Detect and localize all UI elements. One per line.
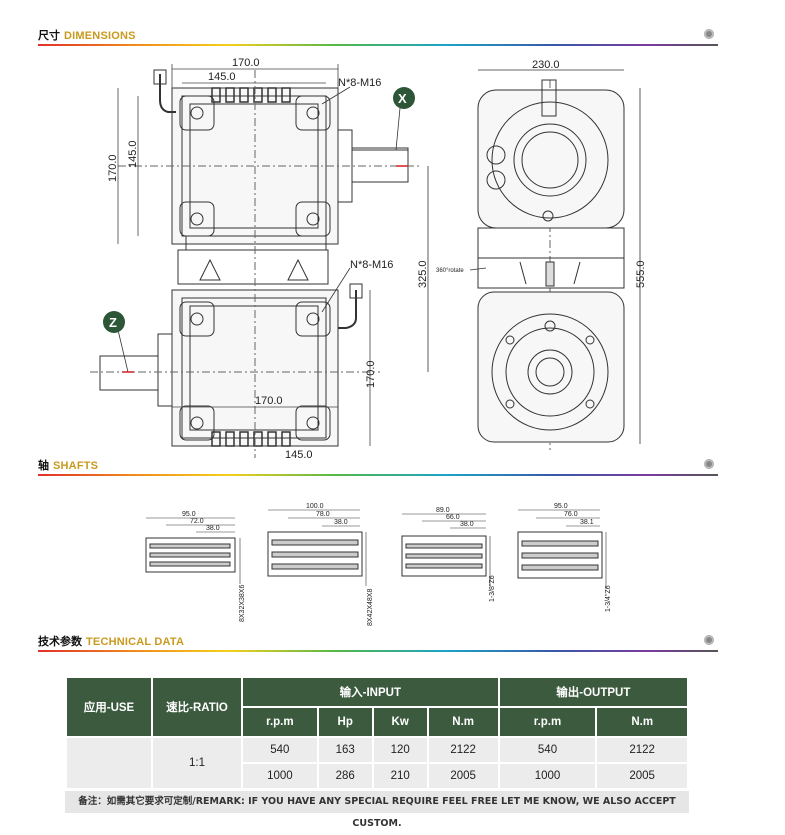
bolt-label-bottom: N*8-M16 bbox=[350, 259, 393, 271]
output-nm-header: N.m bbox=[597, 708, 687, 736]
dim-145-top: 145.0 bbox=[208, 71, 236, 83]
table-cell: 540 bbox=[243, 738, 317, 762]
shaft-2-d2: 78.0 bbox=[316, 511, 330, 518]
shaft-4 bbox=[517, 509, 607, 588]
shaft-3-d2: 66.0 bbox=[446, 514, 460, 521]
technical-data-table: 应用-USE 速比-RATIO 输入-INPUT 输出-OUTPUT r.p.m… bbox=[65, 676, 689, 790]
table-cell: 120 bbox=[373, 738, 427, 762]
table-cell: 1000 bbox=[499, 764, 596, 788]
technical-heading: 技术参数 TECHNICAL DATA bbox=[38, 632, 718, 652]
technical-title-cn: 技术参数 bbox=[38, 635, 82, 648]
shaft-1 bbox=[145, 517, 241, 584]
dim-170-right: 170.0 bbox=[365, 360, 377, 388]
remark-note: 备注：如需其它要求可定制/REMARK: IF YOU HAVE ANY SPE… bbox=[65, 791, 689, 829]
shaft-3-d3: 38.0 bbox=[460, 521, 474, 528]
bullet-dot-icon bbox=[704, 635, 714, 645]
input-hp-header: Hp bbox=[318, 708, 372, 736]
shaft-drawings: 95.0 72.0 38.0 8X32X38X6 100.0 78.0 38.0… bbox=[145, 503, 612, 626]
ratio-value: 1:1 bbox=[153, 738, 241, 788]
dim-145-left: 145.0 bbox=[127, 140, 139, 168]
rotate-note: 360°rotate bbox=[436, 268, 464, 274]
dimensions-heading: 尺寸 DIMENSIONS bbox=[38, 26, 718, 46]
shaft-4-d1: 95.0 bbox=[554, 503, 568, 510]
shaft-2-d1: 100.0 bbox=[306, 503, 324, 510]
ratio-header: 速比-RATIO bbox=[153, 678, 241, 736]
shaft-4-d2: 76.0 bbox=[564, 511, 578, 518]
table-cell: 1000 bbox=[243, 764, 317, 788]
side-view bbox=[427, 69, 641, 444]
shafts-title-cn: 轴 bbox=[38, 459, 49, 472]
shaft-2 bbox=[267, 509, 367, 586]
bolt-label-top: N*8-M16 bbox=[338, 77, 381, 89]
table-cell: 2005 bbox=[428, 764, 498, 788]
input-nm-header: N.m bbox=[428, 708, 498, 736]
dim-230: 230.0 bbox=[532, 59, 560, 71]
dimension-drawing: 170.0 145.0 145.0 170.0 N*8-M16 N*8-M16 … bbox=[90, 57, 647, 458]
input-header: 输入-INPUT bbox=[243, 678, 498, 706]
table-cell: 2122 bbox=[597, 738, 687, 762]
table-cell: 540 bbox=[499, 738, 596, 762]
shaft-1-d1: 95.0 bbox=[182, 511, 196, 518]
shafts-title-en: SHAFTS bbox=[53, 460, 99, 472]
bullet-dot-icon bbox=[704, 459, 714, 469]
shaft-x-marker: X bbox=[398, 91, 407, 106]
dimensions-title-en: DIMENSIONS bbox=[64, 30, 136, 42]
table-cell: 2122 bbox=[428, 738, 498, 762]
shaft-2-d3: 38.0 bbox=[334, 519, 348, 526]
input-kw-header: Kw bbox=[373, 708, 427, 736]
upper-gearbox-top-view bbox=[153, 69, 409, 251]
dimensions-title-cn: 尺寸 bbox=[38, 29, 60, 42]
shaft-4-d3: 38.1 bbox=[580, 519, 594, 526]
use-value bbox=[67, 738, 151, 788]
dim-325: 325.0 bbox=[417, 260, 429, 288]
output-rpm-header: r.p.m bbox=[499, 708, 596, 736]
table-cell: 286 bbox=[318, 764, 372, 788]
shaft-1-spec: 8X32X38X6 bbox=[239, 585, 246, 622]
dim-170-left: 170.0 bbox=[107, 154, 119, 182]
dim-555: 555.0 bbox=[635, 260, 647, 288]
use-header: 应用-USE bbox=[67, 678, 151, 736]
rainbow-rule bbox=[38, 44, 718, 46]
rainbow-rule bbox=[38, 474, 718, 476]
shaft-1-d2: 72.0 bbox=[190, 518, 204, 525]
input-rpm-header: r.p.m bbox=[243, 708, 317, 736]
dim-170-top: 170.0 bbox=[232, 57, 260, 69]
lower-gearbox-top-view bbox=[99, 249, 363, 447]
shaft-1-d3: 38.0 bbox=[206, 525, 220, 532]
shaft-z-marker: Z bbox=[109, 315, 117, 330]
output-header: 输出-OUTPUT bbox=[499, 678, 687, 706]
shaft-4-spec: 1-3/4"Z6 bbox=[605, 585, 612, 612]
shaft-3 bbox=[401, 513, 491, 586]
table-cell: 2005 bbox=[597, 764, 687, 788]
bullet-dot-icon bbox=[704, 29, 714, 39]
table-cell: 210 bbox=[373, 764, 427, 788]
shaft-3-d1: 89.0 bbox=[436, 507, 450, 514]
shaft-3-spec: 1-3/8"Z6 bbox=[489, 575, 496, 602]
shaft-2-spec: 8X42X48X8 bbox=[367, 589, 374, 626]
technical-title-en: TECHNICAL DATA bbox=[86, 636, 185, 648]
dim-170-bottom: 170.0 bbox=[255, 395, 283, 407]
table-cell: 163 bbox=[318, 738, 372, 762]
rainbow-rule bbox=[38, 650, 718, 652]
shafts-heading: 轴 SHAFTS bbox=[38, 456, 718, 476]
dim-145-bottom: 145.0 bbox=[285, 449, 313, 458]
